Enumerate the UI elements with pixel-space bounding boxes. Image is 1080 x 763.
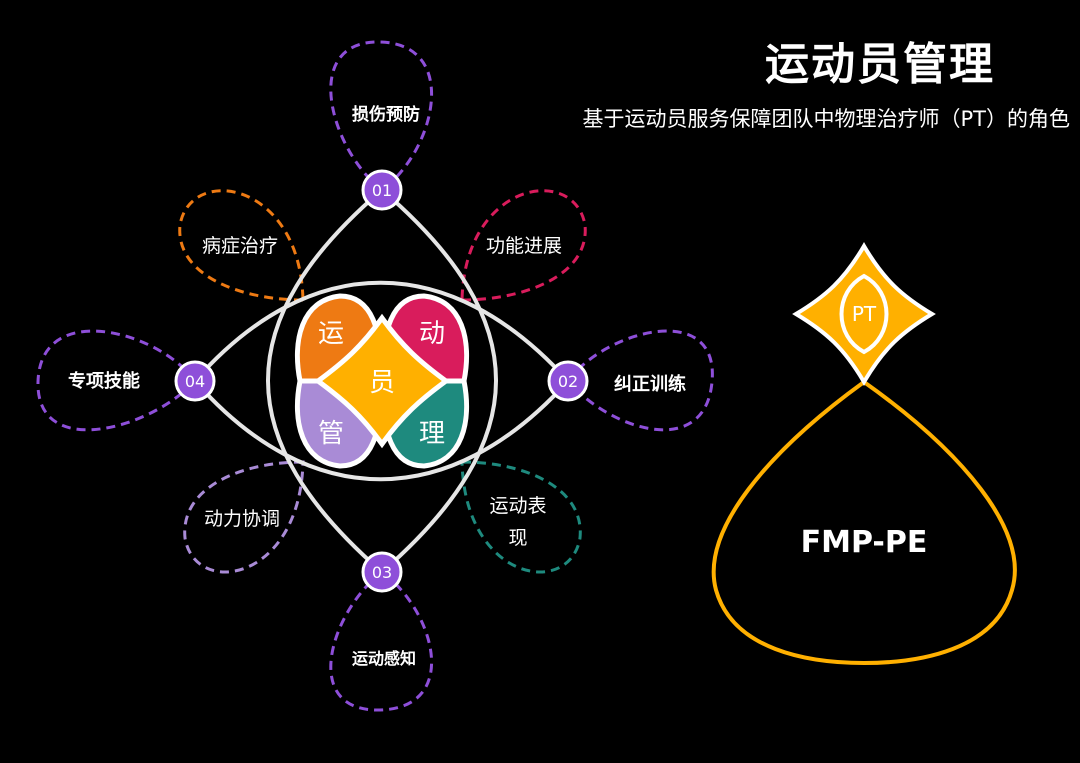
node-leaves [36, 40, 714, 712]
drop-outline [711, 379, 1017, 666]
page-subtitle: 基于运动员服务保障团队中物理治疗师（PT）的角色 [582, 107, 1071, 131]
petal-yuan-center [313, 313, 451, 449]
pt-model: PT FMP-PE [711, 242, 1017, 666]
leaf-01 [329, 40, 433, 192]
leaf-label-disease-treatment: 病症治疗 [202, 235, 278, 257]
petal-label-dong: 动 [419, 319, 445, 349]
leaf-label-sports-performance-line2: 现 [508, 527, 527, 549]
node-02: 02 [547, 360, 589, 402]
petal-label-yun: 运 [318, 319, 344, 349]
node-03: 03 [361, 551, 403, 593]
leaf-02 [566, 329, 714, 432]
node-02-circle [547, 360, 589, 402]
leaf-dynamic-coordination [183, 460, 305, 574]
petal-label-yuan: 员 [369, 368, 395, 398]
core-petals [295, 293, 469, 469]
node-03-number: 03 [372, 563, 392, 582]
fmp-pe-label: FMP-PE [801, 525, 928, 560]
petal-label-li: 理 [419, 419, 445, 449]
node-02-number: 02 [558, 372, 578, 391]
leaf-label-sports-performance-line1: 运动表 [489, 495, 546, 517]
node-01-label: 损伤预防 [352, 104, 420, 125]
node-04: 04 [174, 360, 216, 402]
node-04-number: 04 [185, 372, 205, 391]
petal-label-guan: 管 [318, 419, 344, 449]
leaf-function-progress [460, 189, 587, 302]
leaf-disease-treatment [178, 189, 305, 302]
node-01-circle [361, 169, 403, 211]
leaf-03 [329, 570, 433, 712]
node-04-label: 专项技能 [68, 370, 140, 392]
node-03-label: 运动感知 [352, 649, 416, 668]
node-04-circle [174, 360, 216, 402]
node-02-label: 纠正训练 [614, 373, 686, 395]
leaf-label-dynamic-coordination: 动力协调 [204, 508, 280, 530]
diagonal-leaves [178, 189, 587, 574]
leaf-04 [36, 329, 197, 432]
pt-inner-ring [839, 273, 889, 355]
node-01-number: 01 [372, 181, 392, 200]
node-03-circle [361, 551, 403, 593]
pt-badge-label: PT [852, 302, 877, 326]
leaf-label-function-progress: 功能进展 [486, 235, 562, 257]
leaf-sports-performance [460, 460, 582, 574]
pt-star [792, 242, 936, 386]
node-01: 01 [361, 169, 403, 211]
page-title: 运动员管理 [765, 39, 995, 90]
